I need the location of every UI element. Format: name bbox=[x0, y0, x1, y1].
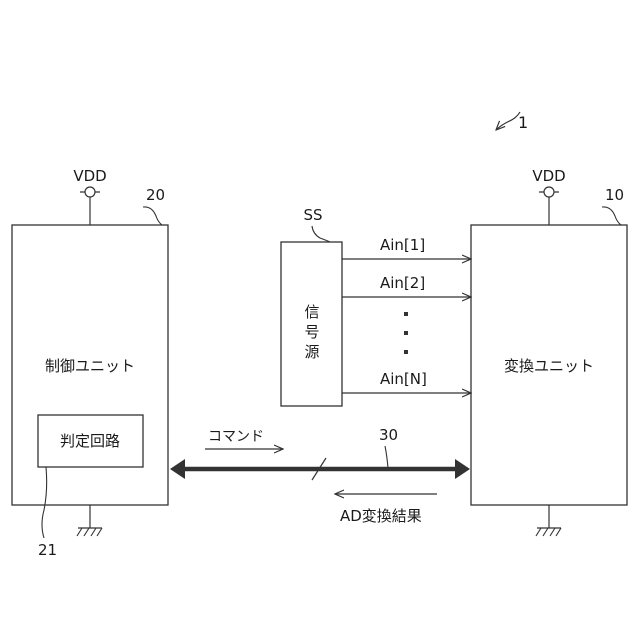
bus: 30 コマンド AD変換結果 bbox=[170, 426, 470, 525]
converter-unit-label: 変換ユニット bbox=[504, 357, 594, 375]
judge-circuit-ref-leader bbox=[42, 467, 47, 538]
bus-ref-leader bbox=[385, 446, 388, 468]
control-unit-ref: 20 bbox=[146, 186, 165, 204]
signal-source-ref-leader bbox=[312, 226, 330, 242]
control-unit-ref-leader bbox=[143, 207, 162, 225]
control-unit: 制御ユニット VDD 20 判定回路 21 bbox=[12, 167, 168, 559]
converter-unit: 変換ユニット VDD 10 bbox=[471, 167, 627, 536]
converter-vdd-label: VDD bbox=[532, 167, 565, 185]
bus-arrowhead-left bbox=[170, 459, 185, 479]
system-ref-label: 1 bbox=[518, 113, 528, 132]
converter-ground-icon bbox=[536, 528, 561, 536]
signal-source-char-2: 号 bbox=[304, 323, 319, 341]
signal-label-1: Ain[1] bbox=[380, 236, 425, 254]
signal-source-char-1: 信 bbox=[304, 303, 319, 321]
system-ref-leader bbox=[496, 112, 520, 130]
bus-ref: 30 bbox=[379, 426, 398, 444]
converter-unit-ref: 10 bbox=[605, 186, 624, 204]
bus-arrowhead-right bbox=[455, 459, 470, 479]
judge-circuit-label: 判定回路 bbox=[60, 432, 120, 450]
signal-source-ref: SS bbox=[303, 206, 322, 224]
signal-label-2: Ain[2] bbox=[380, 274, 425, 292]
signal-ellipsis bbox=[404, 312, 408, 354]
signal-label-n: Ain[N] bbox=[380, 370, 427, 388]
converter-vdd-terminal-icon bbox=[544, 187, 554, 197]
control-ground-icon bbox=[77, 528, 102, 536]
result-label: AD変換結果 bbox=[340, 507, 422, 525]
signal-source: SS 信 号 源 Ain[1] Ain[2] Ain[N] bbox=[281, 206, 471, 406]
control-vdd-terminal-icon bbox=[85, 187, 95, 197]
signal-source-char-3: 源 bbox=[304, 343, 319, 361]
judge-circuit-ref: 21 bbox=[38, 541, 57, 559]
converter-unit-ref-leader bbox=[602, 207, 621, 225]
control-vdd-label: VDD bbox=[73, 167, 106, 185]
control-unit-label: 制御ユニット bbox=[45, 357, 135, 375]
command-label: コマンド bbox=[208, 429, 264, 445]
